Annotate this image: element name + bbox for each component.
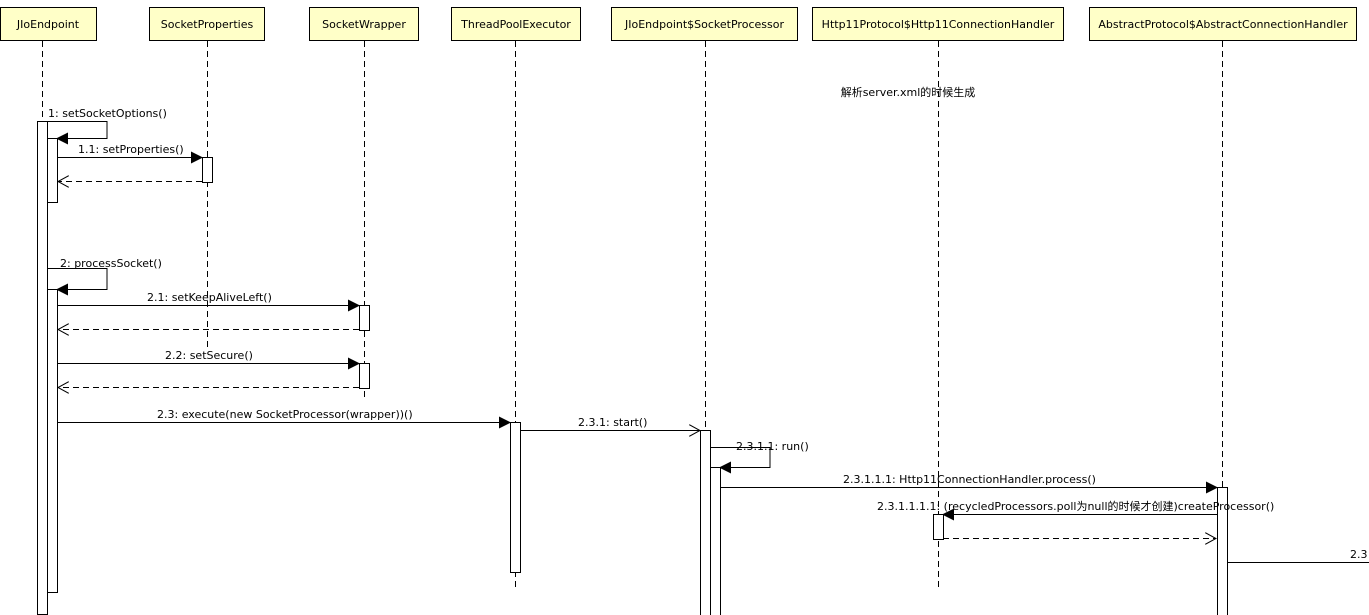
- activation-jio-setsocketoptions: [47, 138, 58, 203]
- lifelines: [42, 41, 1223, 615]
- message-2-3-truncated[interactable]: 2.3: [1227, 548, 1369, 563]
- activation-h11: [933, 514, 944, 540]
- participant-sprops[interactable]: SocketProperties: [149, 7, 265, 41]
- activation-sproc-start: [700, 430, 711, 615]
- activation-jio-main: [37, 121, 48, 615]
- activation-jio-processsocket: [47, 289, 58, 593]
- message-2-1[interactable]: 2.1: setKeepAliveLeft(): [57, 291, 360, 312]
- participant-label: SocketProperties: [161, 18, 254, 31]
- creation-note: 解析server.xml的时候生成: [841, 85, 976, 99]
- participant-jio[interactable]: JIoEndpoint: [0, 7, 97, 41]
- participant-h11[interactable]: Http11Protocol$Http11ConnectionHandler: [812, 7, 1064, 41]
- message-1[interactable]: 1: setSocketOptions(): [47, 107, 167, 145]
- activation-swrap-2: [359, 363, 370, 389]
- participant-sproc[interactable]: JIoEndpoint$SocketProcessor: [611, 7, 798, 41]
- message-label: 2.3.1.1.1.1: (recycledProcessors.poll为nu…: [877, 499, 1274, 513]
- message-2-3-1[interactable]: 2.3.1: start(): [520, 416, 700, 431]
- activation-sprops: [202, 157, 213, 183]
- message-2-3-1-1-1-1[interactable]: 2.3.1.1.1.1: (recycledProcessors.poll为nu…: [877, 499, 1274, 521]
- participant-abs[interactable]: AbstractProtocol$AbstractConnectionHandl…: [1089, 7, 1357, 41]
- activation-tpe: [510, 422, 521, 573]
- participant-label: ThreadPoolExecutor: [460, 18, 571, 31]
- participant-swrap[interactable]: SocketWrapper: [309, 7, 419, 41]
- message-label: 2.3.1.1.1: Http11ConnectionHandler.proce…: [843, 473, 1096, 486]
- message-2-3-1-1-1[interactable]: 2.3.1.1.1: Http11ConnectionHandler.proce…: [720, 473, 1218, 494]
- message-2-3-1-1[interactable]: 2.3.1.1: run(): [710, 440, 809, 474]
- message-label: 2: processSocket(): [60, 257, 162, 270]
- message-label: 2.3.1: start(): [578, 416, 647, 429]
- message-label: 1: setSocketOptions(): [48, 107, 167, 120]
- message-label: 1.1: setProperties(): [78, 143, 184, 156]
- message-label: 2.3.1.1: run(): [736, 440, 809, 453]
- participant-label: Http11Protocol$Http11ConnectionHandler: [822, 18, 1055, 31]
- message-label: 2.1: setKeepAliveLeft(): [147, 291, 272, 304]
- message-2-2[interactable]: 2.2: setSecure(): [57, 349, 360, 370]
- participant-label: SocketWrapper: [322, 18, 406, 31]
- activation-swrap-1: [359, 305, 370, 331]
- activation-abs: [1217, 487, 1228, 615]
- message-label: 2.3: execute(new SocketProcessor(wrapper…: [157, 408, 413, 421]
- activations: [37, 121, 1228, 615]
- participant-label: JIoEndpoint: [16, 18, 80, 31]
- activation-sproc-run: [710, 467, 721, 615]
- participant-label: JIoEndpoint$SocketProcessor: [624, 18, 784, 31]
- message-1-1[interactable]: 1.1: setProperties(): [57, 143, 203, 164]
- message-label: 2.3: [1350, 548, 1368, 561]
- message-2[interactable]: 2: processSocket(): [47, 257, 162, 296]
- message-label: 2.2: setSecure(): [165, 349, 253, 362]
- participant-label: AbstractProtocol$AbstractConnectionHandl…: [1098, 18, 1348, 31]
- participant-tpe[interactable]: ThreadPoolExecutor: [451, 7, 581, 41]
- message-2-3[interactable]: 2.3: execute(new SocketProcessor(wrapper…: [57, 408, 511, 429]
